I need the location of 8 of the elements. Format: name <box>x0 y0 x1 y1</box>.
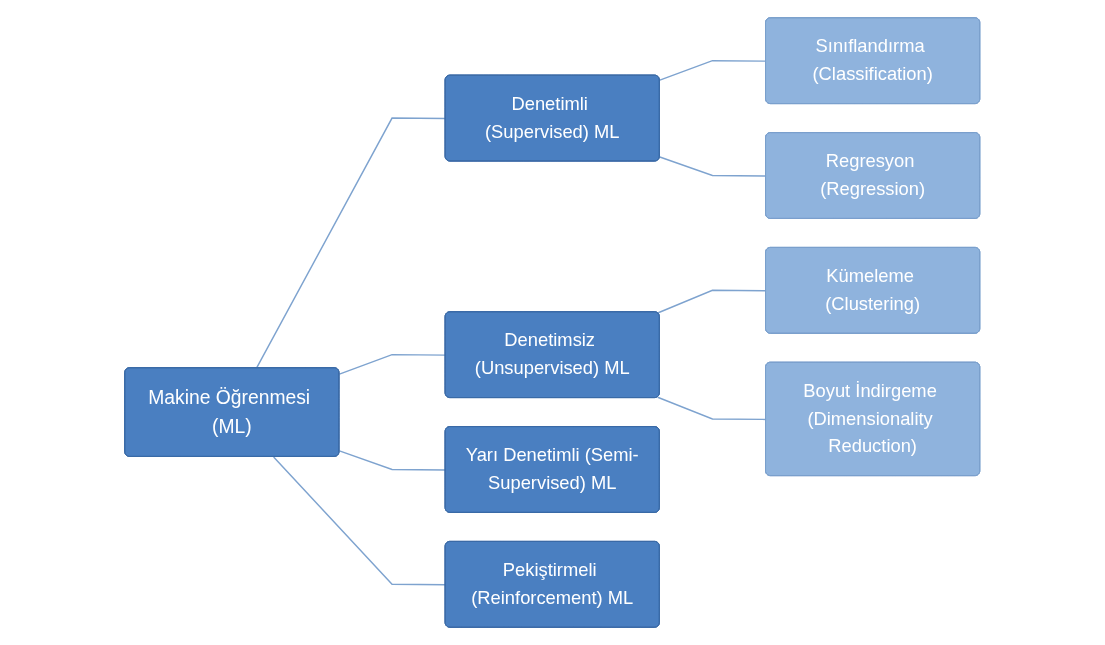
connector <box>659 59 767 81</box>
connector <box>657 289 767 314</box>
connector <box>338 353 447 375</box>
connector <box>256 117 447 369</box>
connector <box>338 450 447 471</box>
connector <box>657 396 767 421</box>
connector <box>659 156 767 177</box>
connector <box>273 456 447 586</box>
